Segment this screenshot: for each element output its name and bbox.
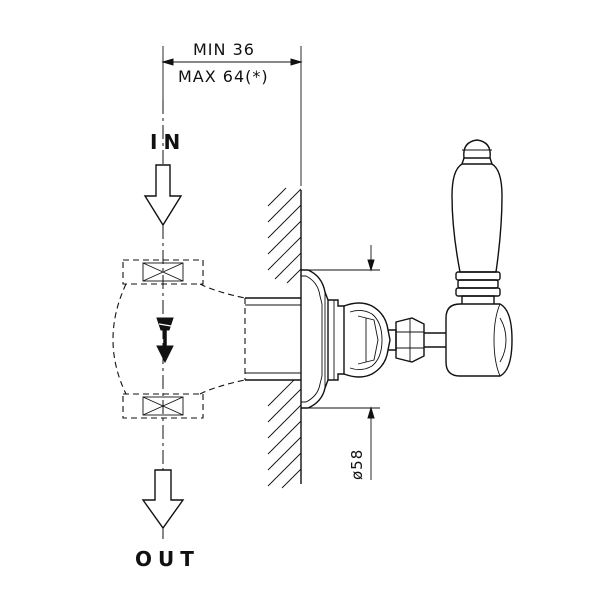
- inlet-arrow-icon: [143, 164, 183, 227]
- flange-diameter-label: ø58: [348, 449, 366, 480]
- depth-max-label: MAX 64(*): [178, 67, 269, 86]
- inlet-label: IN: [150, 130, 186, 154]
- lever-handle: [445, 139, 513, 377]
- flange-diameter-dimension: ø58: [306, 245, 380, 480]
- depth-dimension: MIN 36 MAX 64(*): [161, 40, 303, 186]
- stem-tube: [245, 297, 301, 381]
- valve-body: [112, 259, 246, 419]
- depth-min-label: MIN 36: [193, 40, 255, 59]
- valve-bonnet: [328, 299, 446, 381]
- wall-section: [267, 187, 302, 489]
- flow-direction-icon: [156, 317, 174, 364]
- outlet-label: OUT: [135, 547, 200, 571]
- outlet-arrow-icon: [141, 469, 185, 530]
- wall-flange: [301, 269, 329, 409]
